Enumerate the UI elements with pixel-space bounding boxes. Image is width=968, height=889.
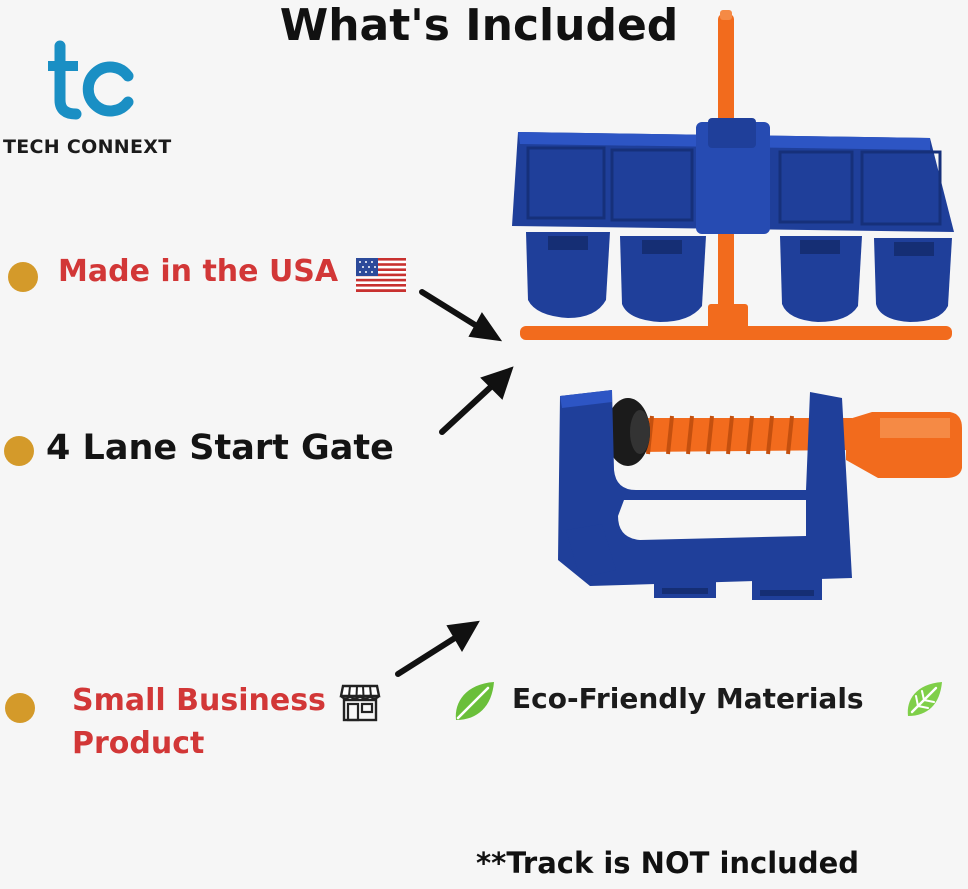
feature-start-gate: 4 Lane Start Gate (46, 428, 394, 468)
feature-small-business-line2: Product (72, 726, 205, 761)
page-title: What's Included (279, 0, 679, 51)
feature-eco-friendly: Eco-Friendly Materials (512, 682, 864, 715)
bullet-dot (5, 693, 35, 723)
storefront-icon (339, 684, 381, 722)
feature-small-business-line1: Small Business (72, 683, 326, 718)
bullet-dot (8, 262, 38, 292)
feature-made-in-usa: Made in the USA (58, 254, 339, 289)
brand-logo (48, 40, 134, 120)
track-disclaimer: **Track is NOT included (476, 846, 860, 880)
bullet-dot (4, 436, 34, 466)
us-flag-icon (356, 258, 406, 292)
leaf-icon (455, 682, 494, 720)
leaf-icon (907, 682, 942, 716)
brand-name: TECH CONNEXT (3, 136, 172, 158)
